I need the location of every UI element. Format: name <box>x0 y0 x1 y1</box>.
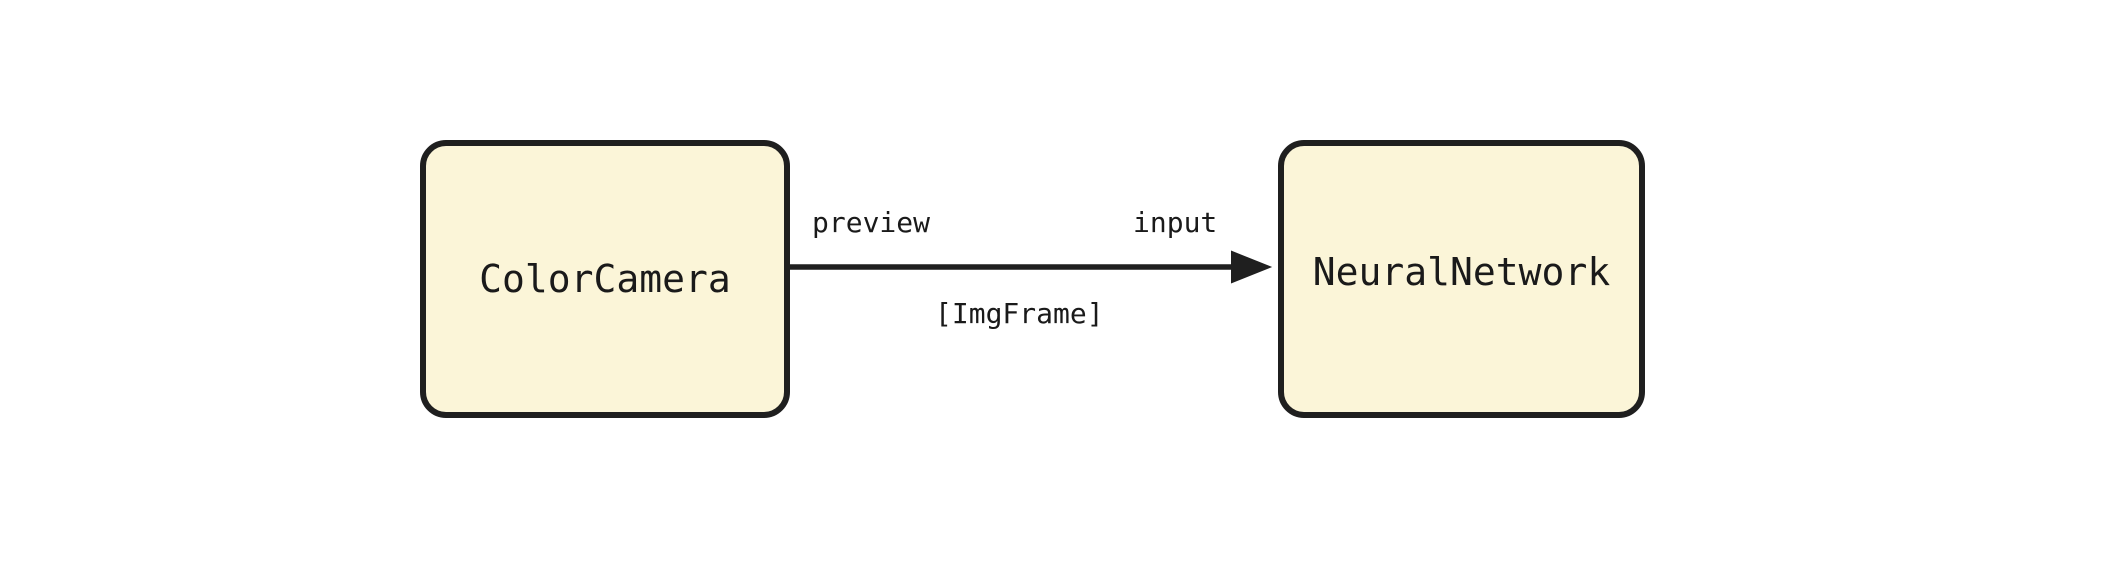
node-colorcamera-label: ColorCamera <box>479 257 731 301</box>
edge-target-port-label: input <box>1133 206 1218 239</box>
node-neuralnetwork[interactable]: NeuralNetwork <box>1278 140 1645 418</box>
edge-message-type-label: [ImgFrame] <box>935 297 1104 330</box>
edge-source-port-label: preview <box>812 206 931 239</box>
node-neuralnetwork-label: NeuralNetwork <box>1312 250 1611 294</box>
node-colorcamera[interactable]: ColorCamera <box>420 140 790 418</box>
